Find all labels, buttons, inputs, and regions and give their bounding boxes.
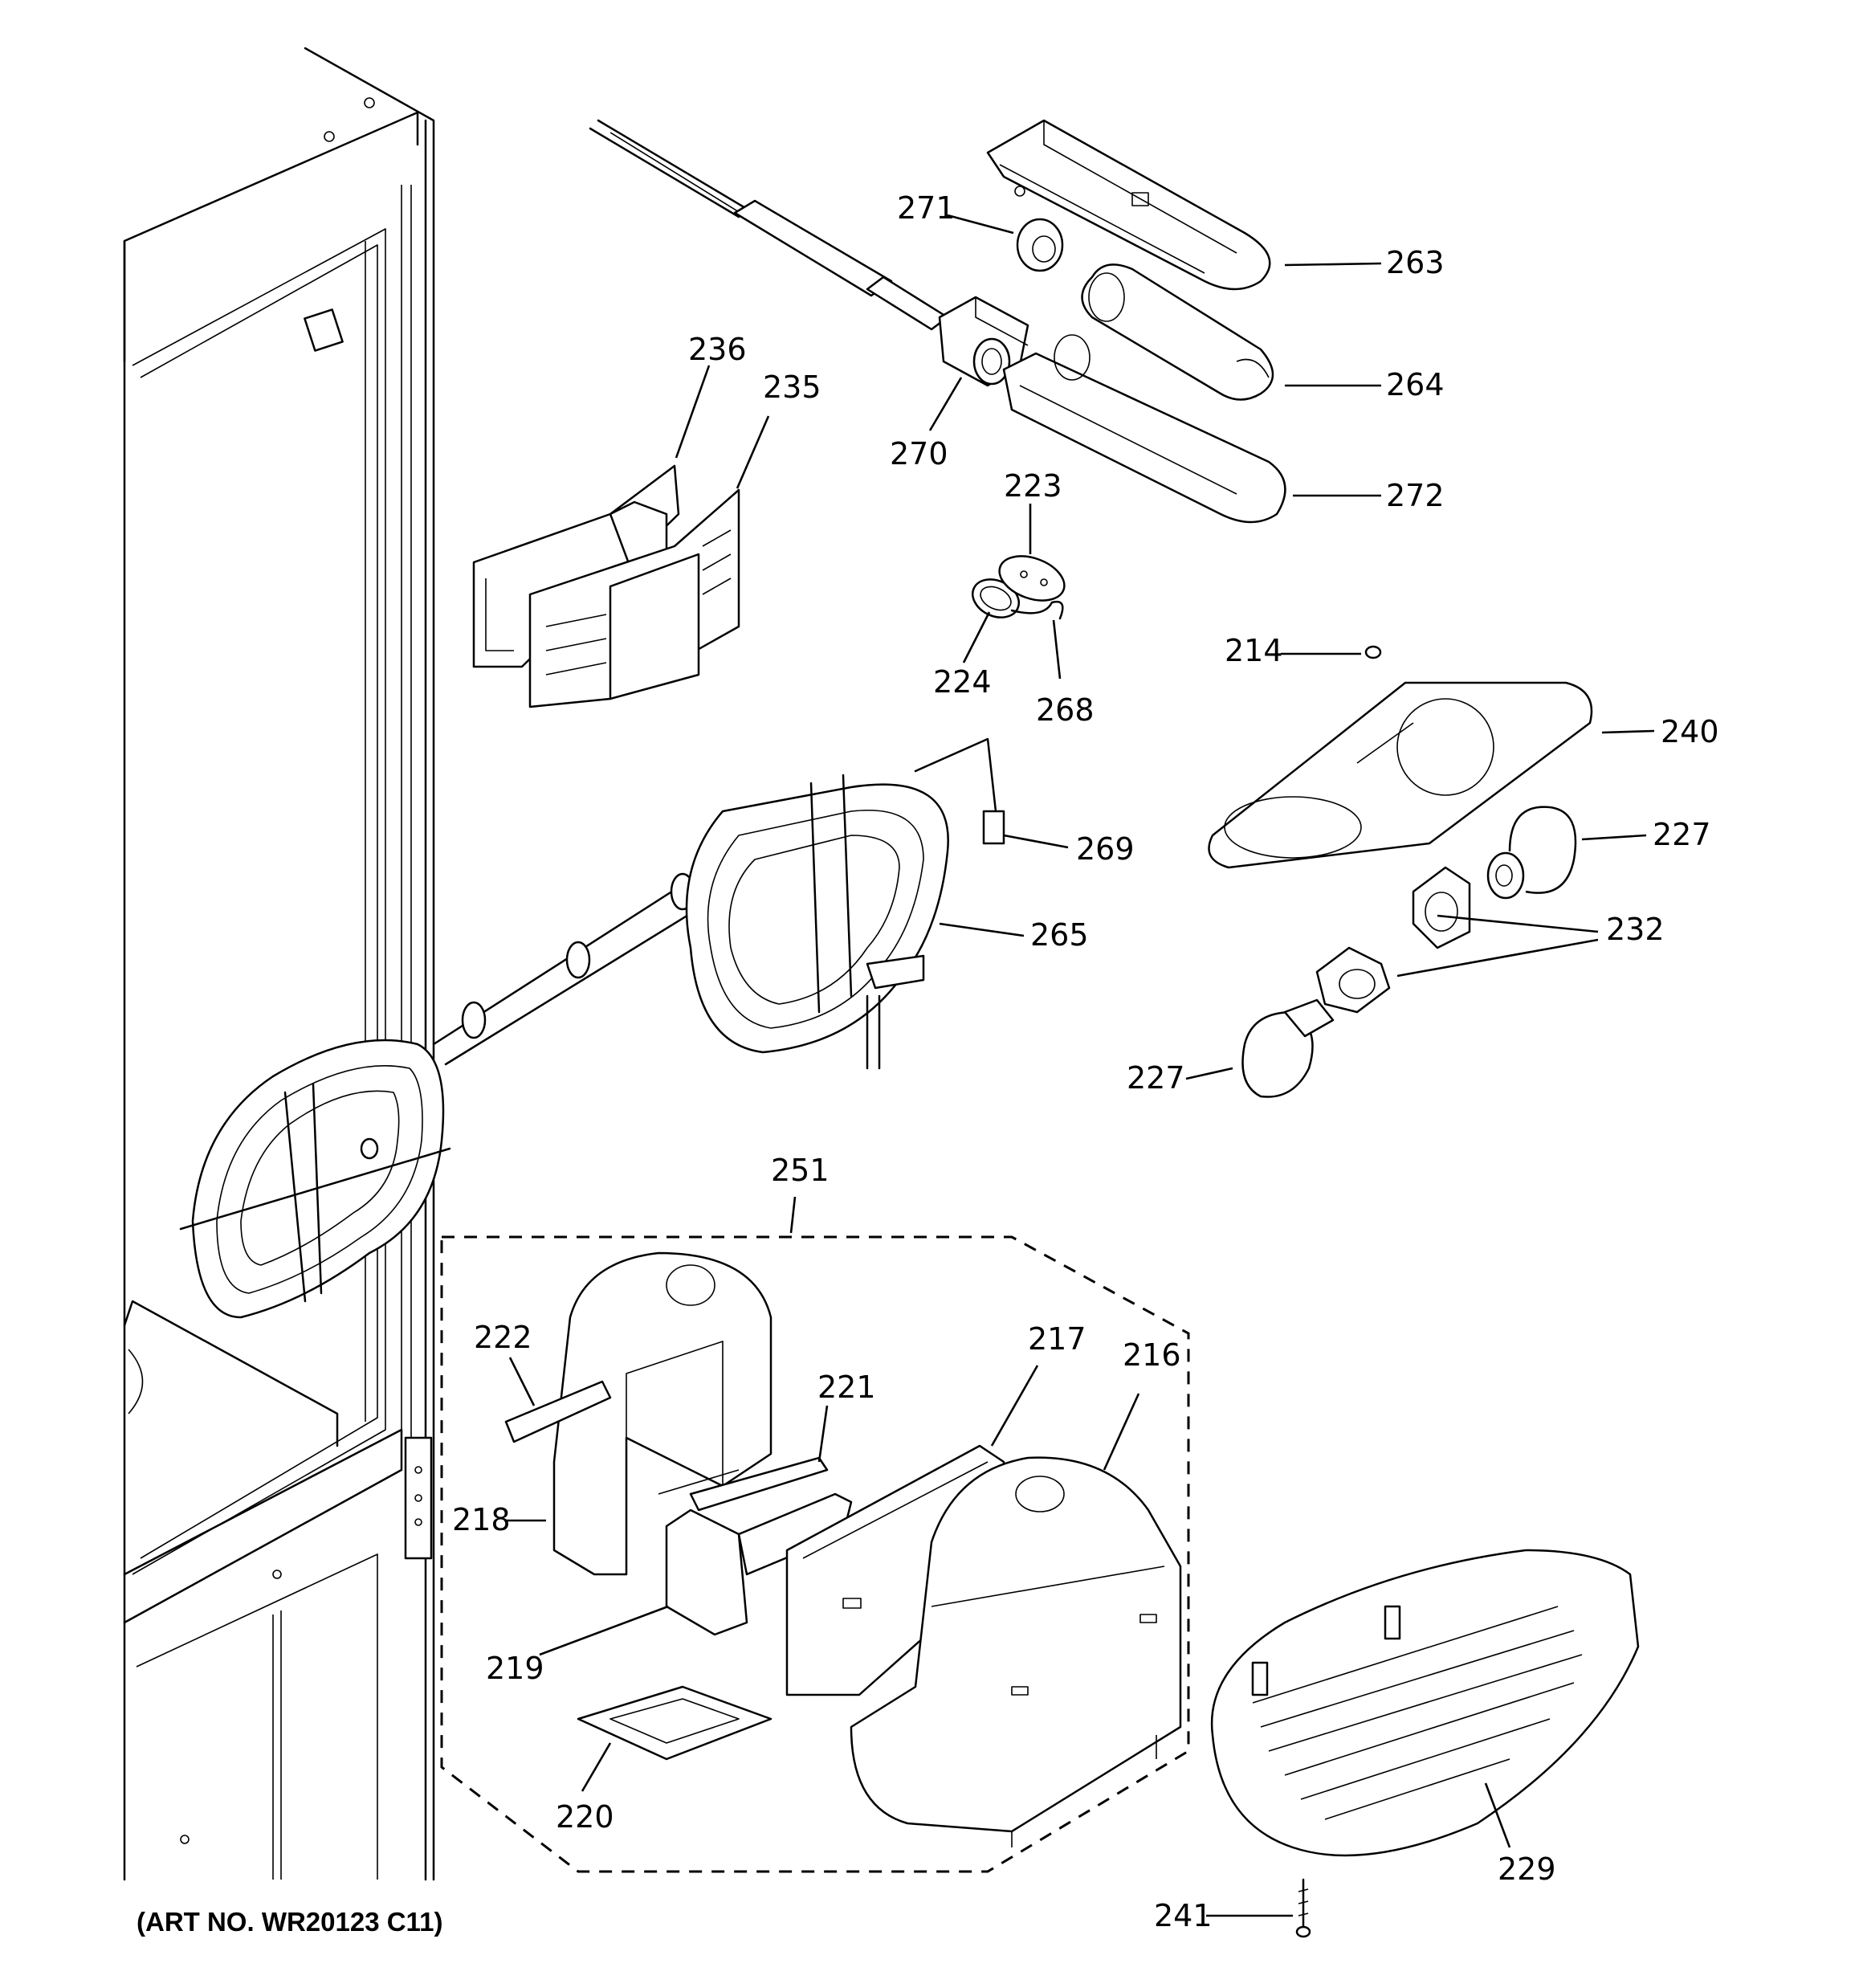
damper-cover-235 <box>528 488 740 708</box>
grille-229 <box>1210 1549 1640 1857</box>
callout-235: 235 <box>763 369 821 405</box>
callout-214: 214 <box>1225 633 1283 668</box>
callout-229: 229 <box>1498 1851 1556 1887</box>
cabinet-outline <box>123 47 435 1881</box>
light-shield-240 <box>1208 681 1593 869</box>
callout-224: 224 <box>933 664 992 700</box>
bulb-227-lower <box>1241 998 1335 1098</box>
callout-272: 272 <box>1386 478 1445 513</box>
water-filter-264 <box>1081 263 1274 401</box>
filter-cover-263 <box>986 119 1271 291</box>
water-line <box>589 119 949 331</box>
art-number: (ART NO. WR20123 C11) <box>137 1907 442 1937</box>
callout-265: 265 <box>1030 917 1089 953</box>
callout-220: 220 <box>556 1799 614 1835</box>
heater-tube-lower <box>179 1039 451 1319</box>
callout-218: 218 <box>452 1502 511 1537</box>
callout-217: 217 <box>1028 1321 1086 1357</box>
nut-214 <box>1364 645 1382 659</box>
callout-223: 223 <box>1004 468 1062 504</box>
bulb-227-upper <box>1486 806 1577 900</box>
socket-232-upper <box>1412 866 1471 949</box>
socket-232-lower <box>1315 946 1391 1014</box>
callout-236: 236 <box>688 332 747 367</box>
callout-263: 263 <box>1386 245 1445 280</box>
callout-222: 222 <box>474 1320 532 1355</box>
assembly-251-outline <box>440 1235 1190 1873</box>
evaporator-cover-216 <box>850 1456 1182 1847</box>
seal-223 <box>998 555 1066 602</box>
callout-219: 219 <box>486 1651 544 1686</box>
callout-labels: 271 263 264 272 270 236 235 223 224 268 … <box>452 190 1719 1933</box>
heater-tube-265 <box>432 737 1005 1070</box>
callout-216: 216 <box>1123 1337 1181 1373</box>
fan-housing-218 <box>552 1251 773 1576</box>
callout-227-lower: 227 <box>1127 1060 1185 1096</box>
bypass-plug-271 <box>1016 218 1064 272</box>
callout-271: 271 <box>897 190 956 226</box>
gasket-220 <box>577 1685 773 1761</box>
callout-264: 264 <box>1386 367 1445 402</box>
callout-269: 269 <box>1076 831 1135 867</box>
bar-222 <box>504 1380 612 1443</box>
screw-241 <box>1295 1878 1311 1938</box>
leader-lines <box>504 214 1655 1917</box>
callout-251: 251 <box>771 1153 830 1188</box>
callout-241: 241 <box>1154 1898 1213 1933</box>
filter-head-270 <box>938 296 1029 387</box>
callout-227-upper: 227 <box>1653 817 1711 852</box>
wire-268 <box>1010 600 1064 620</box>
callout-270: 270 <box>890 436 948 471</box>
motor-219 <box>665 1492 853 1636</box>
callout-268: 268 <box>1036 692 1095 728</box>
callout-240: 240 <box>1661 714 1719 749</box>
filter-housing-272 <box>1002 334 1286 524</box>
callout-221: 221 <box>817 1370 876 1405</box>
strip-221 <box>689 1456 829 1512</box>
callout-232: 232 <box>1606 912 1665 947</box>
